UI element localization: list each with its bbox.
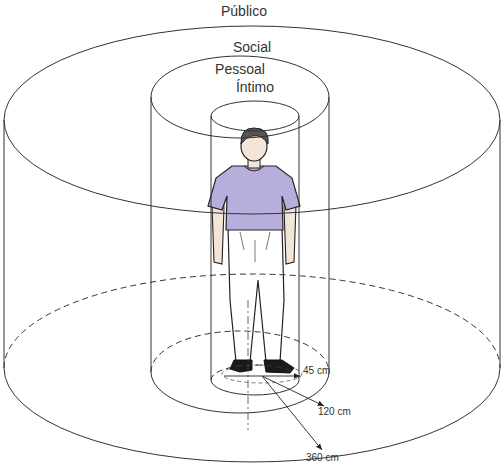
cylinder-side <box>500 120 501 368</box>
pants-fold <box>240 232 270 262</box>
cylinder-side <box>4 120 5 368</box>
pants <box>228 226 284 362</box>
zone-cylinder: PessoalÍntimo <box>150 55 330 414</box>
dimension-label: 120 cm <box>318 405 351 419</box>
radius-arrow <box>262 376 322 450</box>
zone-label: Público <box>221 4 267 18</box>
shirt <box>208 166 300 230</box>
zone-label: Social <box>3 39 501 55</box>
cylinder-base-back <box>4 274 500 368</box>
cylinder-side <box>211 116 212 380</box>
cylinder-side <box>151 97 152 372</box>
cylinder-base-front <box>151 372 329 413</box>
cylinder-outline <box>150 55 330 414</box>
zone-label: Íntimo <box>210 79 300 95</box>
cylinder-side <box>329 97 330 372</box>
dimension-label: 360 cm <box>306 451 339 465</box>
cylinder-top <box>151 56 329 138</box>
zone-cylinder: SocialPessoalÍntimo <box>3 25 501 463</box>
zone-cylinder: Íntimo <box>210 100 300 396</box>
zone-label: Pessoal <box>150 61 330 77</box>
cylinder-base-back <box>211 365 299 380</box>
axis-line <box>248 300 249 430</box>
cylinder-side <box>299 116 300 380</box>
cylinder-top <box>211 101 299 131</box>
cylinder-base-front <box>211 380 299 395</box>
cylinder-outline <box>210 100 300 396</box>
cylinder-top <box>4 26 500 214</box>
cylinder-base-front <box>4 368 500 462</box>
radius-arrow <box>262 376 324 406</box>
dimension-label: 45 cm <box>303 364 330 378</box>
